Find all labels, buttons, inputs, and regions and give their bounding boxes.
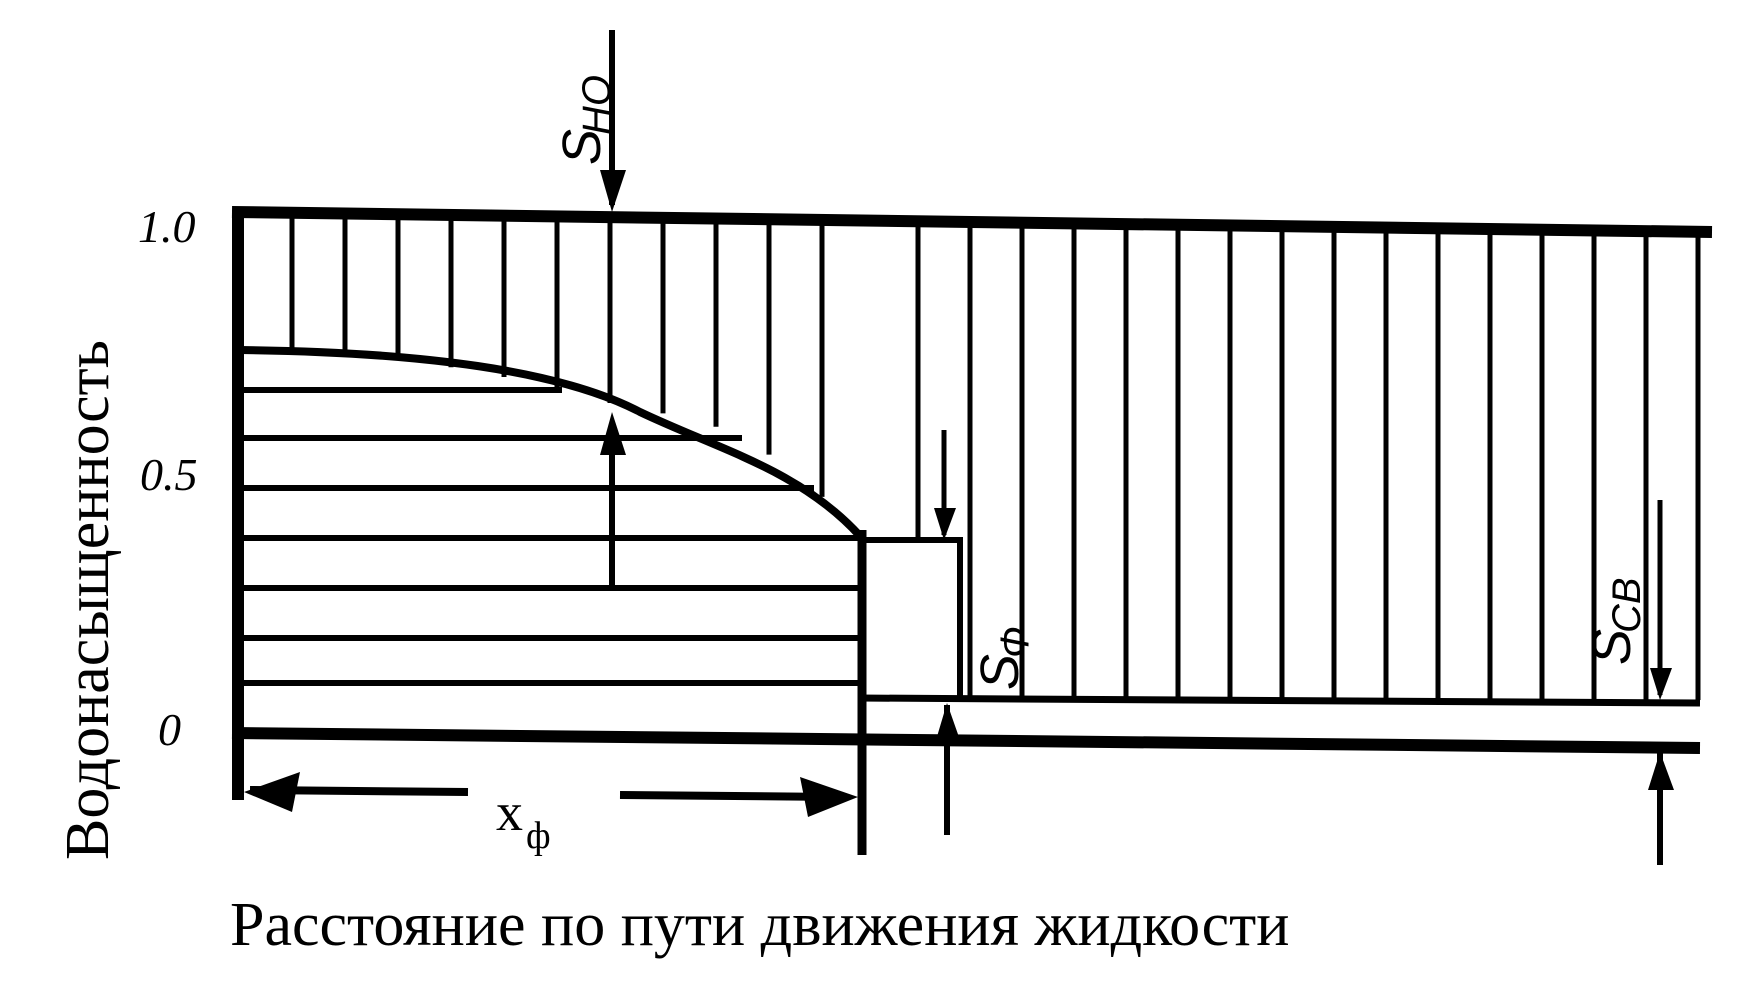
s-f-label: S Ф [970, 626, 1037, 690]
y-axis-title: Водонасыщенность [54, 340, 122, 860]
vertical-hatching [289, 212, 1701, 700]
xf-right-arrow-shaft [619, 791, 841, 801]
x-f-sub: ф [526, 815, 551, 857]
s-no-arrow-head [600, 170, 626, 212]
scv-arrow-head-down [1650, 668, 1672, 700]
s-no-label: S НО [552, 75, 619, 165]
s-sv-sub: СВ [1605, 577, 1649, 633]
s-f-sub: Ф [993, 626, 1037, 658]
s-sv-label: S СВ [1582, 577, 1649, 665]
horizontal-hatching [240, 387, 860, 686]
y-tick-1-0: 1.0 [138, 201, 196, 252]
y-tick-0: 0 [158, 704, 181, 755]
front-step [862, 537, 963, 700]
x-f-main: x [496, 782, 523, 842]
s-f-main: S [970, 654, 1030, 690]
xf-right-arrow-head [800, 777, 858, 817]
connate-water-line [857, 694, 1701, 707]
x-axis-title: Расстояние по пути движения жидкости [230, 891, 1289, 959]
zero-line [231, 727, 1701, 754]
saturation-curve [239, 346, 863, 539]
sf-arrow-head-down [934, 508, 956, 540]
s-sv-main: S [1582, 629, 1642, 665]
xf-left-arrow-head [244, 772, 300, 812]
top-boundary-line [231, 206, 1713, 238]
sf-arrow-head-up [936, 703, 960, 740]
scv-arrow-head-up [1648, 752, 1674, 790]
y-tick-0-5: 0.5 [140, 449, 198, 500]
s-no-main: S [552, 129, 612, 165]
s-no-sub: НО [575, 75, 619, 135]
curve-arrow-head [600, 412, 626, 455]
